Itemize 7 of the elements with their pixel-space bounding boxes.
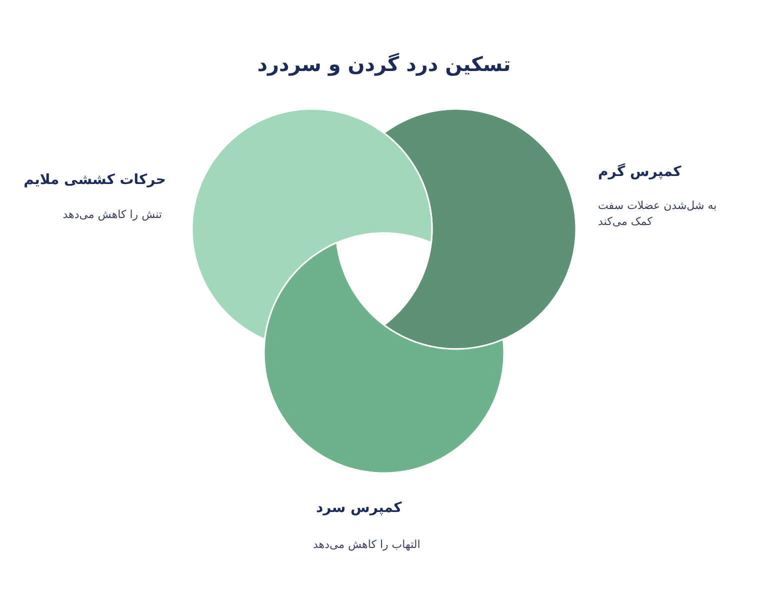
description-text: تنش را کاهش می‌دهد: [62, 207, 162, 223]
section-heading: کمپرس گرم: [598, 162, 682, 182]
description-text: به شل‌شدن عضلات سفت کمک می‌کند: [598, 198, 718, 230]
section-heading: حرکات کششی ملایم: [22, 171, 166, 190]
section-heading: کمپرس سرد: [316, 499, 403, 518]
description-text: التهاب را کاهش می‌دهد: [313, 537, 422, 553]
diagram-title: تسکین درد گردن و سردرد: [256, 51, 512, 78]
